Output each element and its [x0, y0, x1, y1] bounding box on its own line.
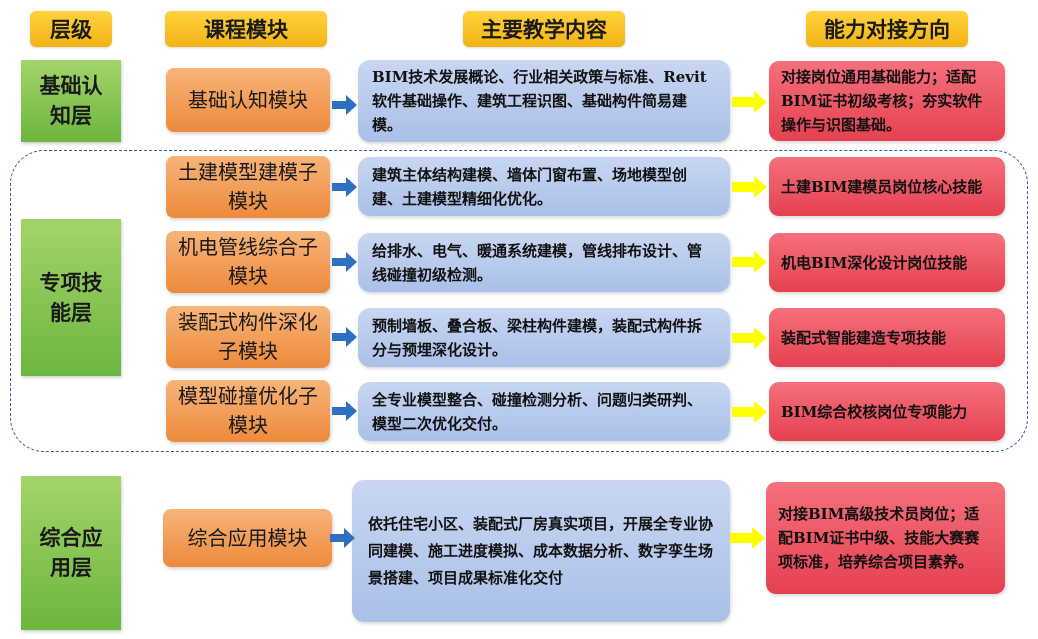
ability-basic: 对接岗位通用基础能力；适配BIM证书初级考核；夯实软件操作与识图基础。: [769, 61, 1005, 141]
content-prefab-text: 预制墙板、叠合板、梁柱构件建模，装配式构件拆分与预埋深化设计。: [372, 316, 703, 359]
ability-mep: 机电BIM深化设计岗位技能: [769, 233, 1005, 292]
ability-civil-text: 土建BIM建模员岗位核心技能: [781, 177, 983, 196]
content-mep: 给排水、电气、暖通系统建模，管线排布设计、管线碰撞初级检测。: [358, 233, 730, 292]
content-basic-text: BIM技术发展概论、行业相关政策与标准、Revit软件基础操作、建筑工程识图、基…: [372, 68, 707, 134]
content-integrated-text: 依托住宅小区、装配式厂房真实项目，开展全专业协同建模、施工进度模拟、成本数据分析…: [368, 514, 714, 587]
content-basic: BIM技术发展概论、行业相关政策与标准、Revit软件基础操作、建筑工程识图、基…: [358, 60, 730, 142]
blue-arrow-icon: [332, 177, 357, 197]
blue-arrow-icon: [332, 252, 357, 272]
module-prefab-label: 装配式构件深化子模块: [178, 310, 318, 363]
yellow-arrow-icon: [732, 327, 767, 349]
module-mep-label: 机电管线综合子模块: [178, 235, 318, 288]
yellow-arrow-icon: [732, 176, 767, 198]
module-basic: 基础认知模块: [166, 68, 330, 132]
layer-integrated: 综合应用层: [21, 476, 121, 630]
yellow-arrow-icon: [732, 91, 767, 113]
module-clash: 模型碰撞优化子模块: [166, 380, 330, 442]
ability-prefab-text: 装配式智能建造专项技能: [781, 328, 947, 347]
header-module: 课程模块: [165, 11, 327, 47]
special-layer-group-frame: [10, 150, 1028, 452]
module-prefab: 装配式构件深化子模块: [166, 306, 330, 368]
header-layer: 层级: [30, 11, 112, 47]
content-mep-text: 给排水、电气、暖通系统建模，管线排布设计、管线碰撞初级检测。: [372, 241, 703, 284]
content-clash: 全专业模型整合、碰撞检测分析、问题归类研判、模型二次优化交付。: [358, 382, 730, 441]
header-ability: 能力对接方向: [806, 11, 968, 47]
header-content: 主要教学内容: [463, 11, 625, 47]
ability-basic-text: 对接岗位通用基础能力；适配BIM证书初级考核；夯实软件操作与识图基础。: [781, 68, 983, 134]
ability-integrated-text: 对接BIM高级技术员岗位；适配BIM证书中级、技能大赛赛项标准，培养综合项目素养…: [778, 505, 980, 571]
content-civil-text: 建筑主体结构建模、墙体门窗布置、场地模型创建、土建模型精细化优化。: [372, 165, 688, 208]
content-integrated: 依托住宅小区、装配式厂房真实项目，开展全专业协同建模、施工进度模拟、成本数据分析…: [352, 480, 730, 622]
ability-civil: 土建BIM建模员岗位核心技能: [769, 157, 1005, 216]
layer-basic-label: 基础认知层: [39, 73, 103, 128]
ability-mep-text: 机电BIM深化设计岗位技能: [781, 253, 968, 272]
module-civil-label: 土建模型建模子模块: [178, 160, 318, 213]
blue-arrow-icon: [330, 528, 355, 548]
yellow-arrow-icon: [732, 251, 767, 273]
yellow-arrow-icon: [732, 401, 767, 423]
ability-clash: BIM综合校核岗位专项能力: [769, 382, 1005, 441]
layer-integrated-label: 综合应用层: [39, 525, 103, 580]
yellow-arrow-icon: [730, 527, 765, 549]
content-clash-text: 全专业模型整合、碰撞检测分析、问题归类研判、模型二次优化交付。: [372, 390, 703, 433]
content-prefab: 预制墙板、叠合板、梁柱构件建模，装配式构件拆分与预埋深化设计。: [358, 308, 730, 367]
blue-arrow-icon: [332, 95, 357, 115]
content-civil: 建筑主体结构建模、墙体门窗布置、场地模型创建、土建模型精细化优化。: [358, 157, 730, 216]
module-clash-label: 模型碰撞优化子模块: [178, 384, 318, 437]
ability-clash-text: BIM综合校核岗位专项能力: [781, 402, 968, 421]
ability-prefab: 装配式智能建造专项技能: [769, 308, 1005, 367]
module-mep: 机电管线综合子模块: [166, 231, 330, 293]
layer-special-label: 专项技能层: [39, 269, 103, 325]
layer-basic: 基础认知层: [21, 60, 121, 142]
module-integrated: 综合应用模块: [163, 509, 332, 567]
blue-arrow-icon: [332, 401, 357, 421]
layer-special: 专项技能层: [21, 219, 121, 376]
blue-arrow-icon: [332, 327, 357, 347]
ability-integrated: 对接BIM高级技术员岗位；适配BIM证书中级、技能大赛赛项标准，培养综合项目素养…: [766, 482, 1005, 594]
module-civil: 土建模型建模子模块: [166, 156, 330, 218]
